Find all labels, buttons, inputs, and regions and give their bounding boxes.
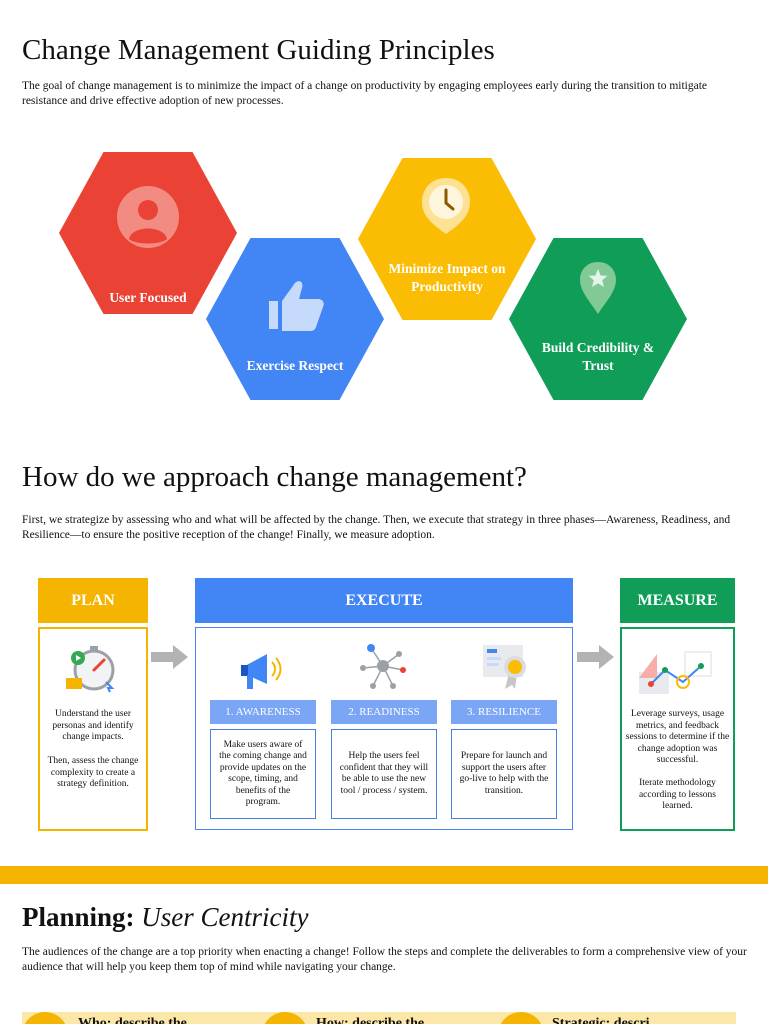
star-pin-icon (580, 262, 616, 314)
step-circle-2 (262, 1012, 308, 1024)
measure-box (620, 627, 735, 831)
analytics-chart-icon (639, 651, 712, 694)
planning-title-bold: Planning: (22, 902, 135, 932)
plan-header: PLAN (38, 578, 148, 623)
planning-paragraph: The audiences of the change are a top pr… (22, 946, 747, 973)
measure-text-2: Iterate methodology according to lessons… (638, 778, 717, 811)
awareness-header: 1. AWARENESS (210, 700, 316, 724)
resilience-box: Prepare for launch and support the users… (451, 729, 557, 819)
certificate-icon (483, 645, 526, 689)
principle-label-exercise-respect: Exercise Respect (246, 358, 344, 373)
resilience-header: 3. RESILIENCE (451, 700, 557, 724)
principle-label-user-focused: User Focused (109, 290, 187, 305)
readiness-text: Help the users feel confident that they … (339, 751, 429, 796)
step-strip (22, 1012, 736, 1024)
planning-title-italic: User Centricity (141, 902, 309, 932)
step-circle-3 (498, 1012, 544, 1024)
awareness-box: Make users aware of the coming change an… (210, 729, 316, 819)
awareness-text: Make users aware of the coming change an… (219, 739, 307, 808)
intro-paragraph: The goal of change management is to mini… (22, 80, 708, 107)
thumbs-up-icon (269, 281, 324, 331)
step-label-strategic: Strategic: descri... (552, 1016, 661, 1024)
step-label-who: Who: describe the (78, 1016, 187, 1024)
stopwatch-icon (66, 646, 115, 693)
plan-text-1: Understand the user personas and identif… (52, 709, 134, 742)
arrow-right-icon (151, 645, 188, 669)
section-title-approach: How do we approach change management? (22, 461, 527, 493)
step-circle-1 (22, 1012, 68, 1024)
resilience-text: Prepare for launch and support the users… (459, 751, 549, 796)
clock-icon (422, 178, 470, 234)
planning-title: Planning: User Centricity (22, 902, 309, 933)
page-title: Change Management Guiding Principles (22, 34, 495, 66)
megaphone-icon (241, 654, 282, 689)
principle-label-minimize-impact: Minimize Impact on Productivity (388, 261, 506, 294)
user-icon (117, 186, 179, 248)
approach-paragraph: First, we strategize by assessing who an… (22, 514, 731, 541)
network-icon (360, 644, 406, 689)
measure-header: MEASURE (620, 578, 735, 623)
readiness-header: 2. READINESS (331, 700, 437, 724)
readiness-box: Help the users feel confident that they … (331, 729, 437, 819)
step-label-how: How: describe the (316, 1016, 425, 1024)
section-divider (0, 866, 768, 884)
arrow-right-icon (577, 645, 614, 669)
execute-header: EXECUTE (195, 578, 573, 623)
plan-text-2: Then, assess the change complexity to cr… (47, 756, 139, 789)
measure-text-1: Leverage surveys, usage metrics, and fee… (625, 709, 730, 765)
principle-label-build-credibility: Build Credibility & Trust (541, 340, 655, 373)
